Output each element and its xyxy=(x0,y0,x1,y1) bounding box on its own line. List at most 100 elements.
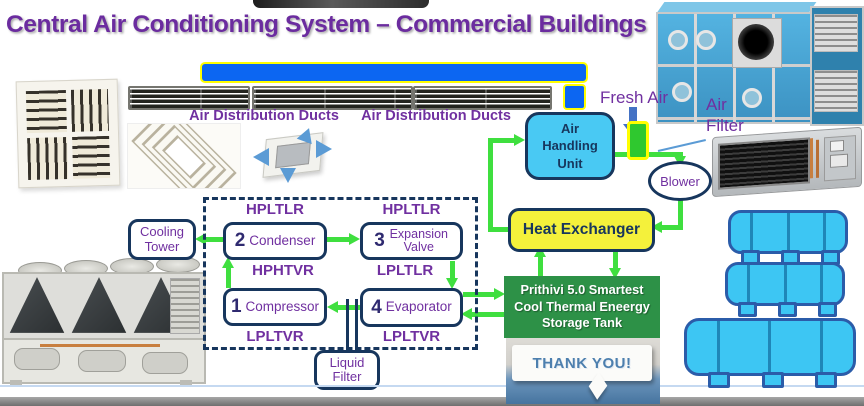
pipe-hx-to-tank xyxy=(613,252,618,270)
label-hpltlr-condenser: HPLTLR xyxy=(245,201,305,218)
air-filter-label: Air Filter xyxy=(706,95,744,136)
arrow-into-cond xyxy=(222,257,234,268)
compressor-label: Compressor xyxy=(245,298,320,314)
tank-foot xyxy=(815,372,837,388)
liquid-filter-label: Liquid Filter xyxy=(329,354,365,384)
ahu-box: Air Handling Unit xyxy=(525,112,615,180)
pipe-cond-to-expv xyxy=(327,237,351,242)
airflow-arrow-right xyxy=(316,140,341,158)
supply-duct-drop xyxy=(563,84,586,110)
storage-line-3: Storage Tank xyxy=(541,315,623,331)
evaporator-box: 4 Evaporator xyxy=(360,288,463,327)
tank-foot xyxy=(778,302,797,317)
top-photo-strip xyxy=(253,0,429,8)
duct-label-left: Air Distribution Ducts xyxy=(189,108,339,124)
diamond-diffuser-photo xyxy=(127,123,241,189)
tank-foot xyxy=(818,302,837,317)
pipe-filter-to-blower xyxy=(649,152,683,157)
storage-line-2: Cool Thermal Eneergy xyxy=(514,298,650,314)
ahu-label: Air Handling Unit xyxy=(542,120,598,171)
pipe-expv-to-evap xyxy=(450,261,455,280)
tank-foot xyxy=(762,372,784,388)
slot-diffuser-photo-1 xyxy=(128,86,250,110)
label-hpltlr-expansion: HPLTLR xyxy=(382,201,441,218)
pipe-cond-to-tower xyxy=(205,237,223,242)
arrow-into-ahu xyxy=(514,134,525,146)
label-lpltvr-compressor: LPLTVR xyxy=(246,328,304,345)
evaporator-number: 4 xyxy=(371,296,382,318)
condenser-label: Condenser xyxy=(249,232,316,248)
copper-pipes xyxy=(810,138,813,179)
pipe-to-ahu xyxy=(488,138,515,143)
air-filter-pointer xyxy=(657,139,706,152)
pipe-to-hx-right xyxy=(661,225,683,230)
pipe-hx-to-ahu xyxy=(488,140,493,232)
chiller-pipe xyxy=(40,344,160,347)
slot-diffuser-photo-2 xyxy=(252,86,413,110)
cycle-boundary xyxy=(203,197,478,350)
label-hphtvr: HPHTVR xyxy=(252,262,314,279)
duct-label-right: Air Distribution Ducts xyxy=(361,108,511,124)
air-filter-box xyxy=(627,121,649,160)
speech-bubble: THANK YOU! xyxy=(512,345,652,381)
pipe-ahu-to-filter xyxy=(614,152,628,157)
coil-fins xyxy=(718,137,810,190)
slot-diffuser-photo-3 xyxy=(413,86,552,110)
arrow-into-expv xyxy=(349,233,360,245)
storage-line-1: Prithivi 5.0 Smartest xyxy=(520,282,644,298)
evaporator-label: Evaporator xyxy=(385,299,452,315)
liquid-filter-box: Liquid Filter xyxy=(314,350,380,390)
expansion-valve-box: 3 Expansion Valve xyxy=(360,222,463,260)
label-lpltvr-evaporator: LPLTVR xyxy=(382,328,441,345)
ahu-porthole xyxy=(742,88,762,108)
fan-coil-photo xyxy=(712,126,862,199)
tank-photo-1 xyxy=(728,210,848,254)
pipe-tank-to-evap xyxy=(471,312,504,317)
storage-tank-box: Prithivi 5.0 Smartest Cool Thermal Eneer… xyxy=(504,276,660,338)
footer-accent-line xyxy=(0,385,864,387)
liquid-filter-pipe xyxy=(346,299,358,351)
blower-ellipse: Blower xyxy=(648,161,712,201)
page-title: Central Air Conditioning System – Commer… xyxy=(6,11,647,38)
pipe-comp-to-cond xyxy=(226,266,231,288)
tank-foot xyxy=(708,372,730,388)
supply-duct-bar xyxy=(200,62,588,83)
ahu-louver xyxy=(814,14,858,52)
tank-photo-2 xyxy=(725,262,845,306)
expansion-valve-number: 3 xyxy=(374,230,385,251)
chiller-compressor xyxy=(14,348,60,370)
heat-exchanger-label: Heat Exchanger xyxy=(522,221,641,238)
pipe-tank-to-hx xyxy=(538,255,543,278)
pipe-down-to-blower xyxy=(678,152,683,158)
square-diffuser-photo xyxy=(15,78,121,189)
ahu-porthole xyxy=(672,82,692,102)
pipe-evap-to-tank xyxy=(463,292,496,297)
cassette-diffuser-photo xyxy=(244,117,341,186)
thank-you-text: THANK YOU! xyxy=(532,354,632,372)
ahu-unit-photo xyxy=(650,0,864,128)
compressor-number: 1 xyxy=(230,296,242,317)
chiller-compressor xyxy=(142,352,188,374)
chiller-compressor xyxy=(78,350,126,372)
pipe-hx-stub xyxy=(490,227,510,232)
arrow-into-storage xyxy=(494,288,505,300)
condenser-number: 2 xyxy=(234,230,246,251)
ahu-porthole xyxy=(668,30,688,50)
arrow-back-into-evap xyxy=(461,308,472,320)
chiller-photo xyxy=(0,256,206,386)
fresh-air-arrow xyxy=(629,107,637,124)
fresh-air-label: Fresh Air xyxy=(600,88,669,107)
airflow-arrow-down xyxy=(280,168,296,191)
arrow-into-tower xyxy=(195,233,206,245)
footer-bar xyxy=(0,397,864,406)
label-lpltlr: LPLTLR xyxy=(376,262,434,279)
ahu-porthole xyxy=(696,30,716,50)
ahu-louver xyxy=(814,70,858,112)
arrow-into-comp xyxy=(327,301,338,313)
arrow-into-hx xyxy=(651,221,662,233)
airflow-arrow-left xyxy=(244,148,269,166)
cooling-tower-box: Cooling Tower xyxy=(128,219,196,260)
cooling-tower-label: Cooling Tower xyxy=(139,224,185,254)
tank-photo-3 xyxy=(684,318,856,376)
